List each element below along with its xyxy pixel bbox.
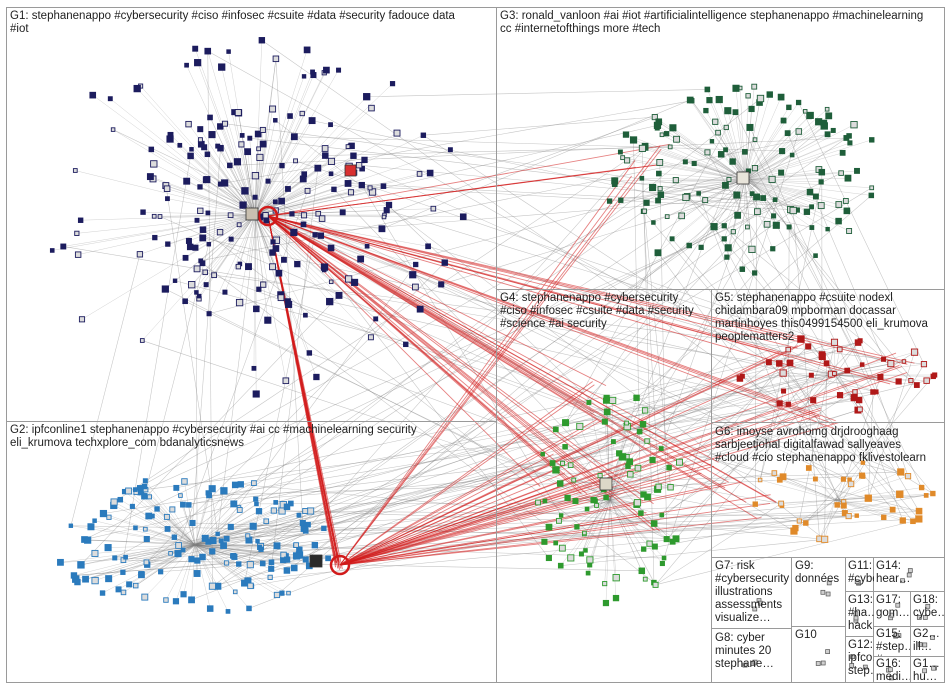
group-label-g18: G18: cybe… <box>913 594 944 622</box>
group-label-g2: G2: ipfconline1 stephanenappo #cybersecu… <box>10 424 495 452</box>
group-label-g3: G3: ronald_vanloon #ai #iot #artificiali… <box>500 10 940 38</box>
panel-g1 <box>6 7 497 422</box>
panel-g2 <box>6 421 497 683</box>
group-label-g4: G4: stephanenappo #cybersecurity #ciso #… <box>500 292 710 334</box>
group-label-g10: G10 <box>795 629 845 643</box>
group-label-g2x: G2… ill… <box>913 628 944 656</box>
group-label-g5: G5: stephanenappo #csuite nodexl chidamb… <box>715 292 943 348</box>
group-label-g15: G15: #step… #sec… <box>876 628 910 656</box>
panel-g3 <box>496 7 945 290</box>
group-label-g1x: G1… hu… <box>913 658 944 682</box>
group-label-g16: G16: medi… <box>876 658 910 682</box>
group-label-g11: G11: #cybers… <box>848 560 874 588</box>
group-label-g1: G1: stephanenappo #cybersecurity #ciso #… <box>10 10 495 38</box>
group-label-g7: G7: risk #cybersecurity illustrations as… <box>715 560 791 628</box>
group-label-g17: G17: gom… <box>876 594 910 622</box>
panel-g4 <box>496 289 712 683</box>
group-label-g14: G14: hear… <box>876 560 942 588</box>
group-label-g12: G12: ipfco… step… <box>848 639 874 681</box>
group-label-g9: G9: données <box>795 560 845 588</box>
group-label-g13: G13: #ha… hack… <box>848 594 874 636</box>
group-label-g8: G8: cyber minutes 20 stephane… <box>715 632 791 682</box>
group-label-g6: G6: imoyse avrohomg drjdrooghaag sarbjee… <box>715 426 943 468</box>
